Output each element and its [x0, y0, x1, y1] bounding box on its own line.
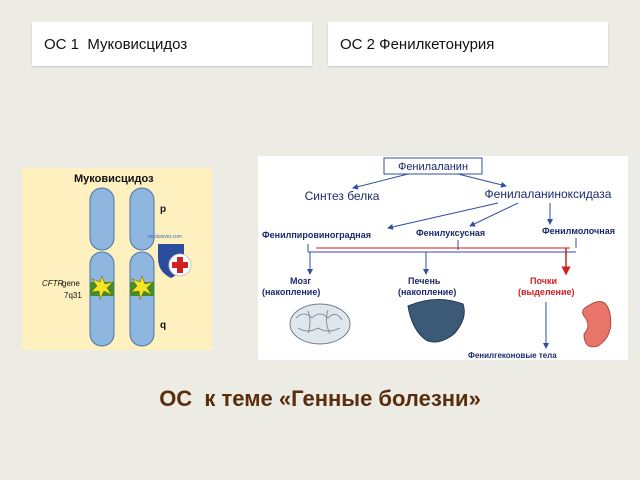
gene-word-label: gene [62, 279, 80, 288]
topic-card-2: ОС 2 Фенилкетонурия [328, 22, 608, 66]
organ-label-kidney: Почки [530, 276, 557, 286]
root-box [383, 157, 483, 175]
metabolite-label-1: Фенилпировиноградная [262, 230, 371, 240]
kidney-icon [582, 301, 612, 348]
mutation-burst-icon [130, 275, 154, 301]
organ-note-brain: (накопление) [262, 287, 320, 297]
chromosome-illustration: Муковисцидоз p q CFTR gene 7q31 medunive… [42, 173, 192, 347]
organ-note-liver: (накопление) [398, 287, 456, 297]
ketones-label: Фенилгеконовые тела [468, 351, 557, 360]
liver-icon [407, 299, 465, 343]
brain-icon [289, 303, 351, 345]
chromosome-left-q-arm [89, 251, 115, 347]
gene-name-label: CFTR [42, 279, 64, 288]
chromosome-left-p-arm [89, 187, 115, 251]
metabolite-label-2: Фенилуксусная [416, 228, 485, 238]
topic-card-1: ОС 1 Муковисцидоз [32, 22, 312, 66]
pku-scheme-figure: Фенилаланин Синтез белка Фенилаланинокси… [258, 156, 628, 360]
arrow-to-enzyme [457, 173, 507, 188]
protein-synthesis-label: Синтез белка [305, 189, 380, 203]
topic-card-1-label: ОС 1 Муковисцидоз [44, 35, 188, 53]
enzyme-label: Фенилаланиноксидаза [485, 187, 612, 201]
topic-card-2-label: ОС 2 Фенилкетонурия [340, 35, 495, 53]
arrow-to-metabolite-2 [469, 202, 519, 227]
metabolite-label-3: Фенилмолочная [542, 226, 615, 236]
arm-p-label: p [160, 204, 166, 215]
arrow-to-metabolite-1 [387, 202, 499, 230]
arm-q-label: q [160, 320, 166, 331]
cf-figure-title: Муковисцидоз [74, 173, 154, 185]
arrow-to-synthesis [352, 173, 409, 190]
organ-label-brain: Мозг [290, 276, 311, 286]
pku-diagram: Фенилаланин Синтез белка Фенилаланинокси… [262, 157, 615, 360]
organ-note-kidney: (выделение) [518, 287, 575, 297]
chromosome-right-q-arm [129, 251, 155, 347]
slide-title: ОС к теме «Генные болезни» [159, 386, 481, 411]
locus-label: 7q31 [64, 291, 82, 300]
cystic-fibrosis-figure: Муковисцидоз p q CFTR gene 7q31 medunive… [22, 168, 212, 350]
chromosome-right-p-arm [129, 187, 155, 251]
organ-label-liver: Печень [408, 276, 441, 286]
root-label: Фенилаланин [398, 161, 468, 173]
watermark-text: medunivet.com [148, 234, 182, 240]
mutation-burst-icon [90, 275, 114, 301]
